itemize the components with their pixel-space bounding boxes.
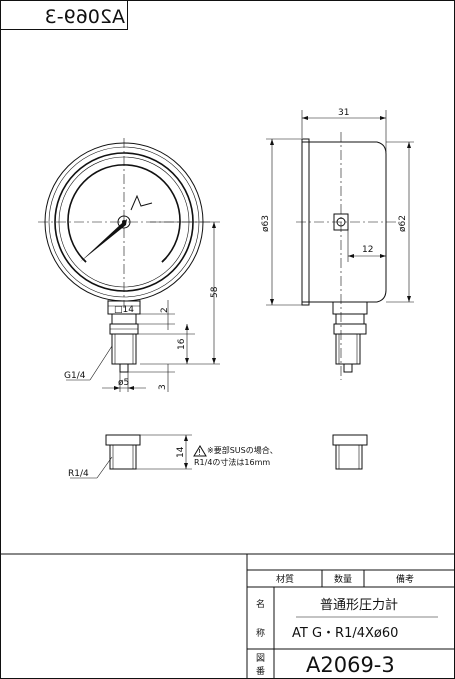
dim-phi62: ø62 — [398, 215, 408, 232]
warning-mark: ! — [198, 448, 201, 457]
needle — [80, 219, 127, 262]
dim-58: 58 — [210, 286, 220, 298]
note-line-1: ※要部SUSの場合、 — [207, 445, 278, 455]
needle-hub — [117, 215, 131, 229]
title-block: 材質 数量 備考 名 称 普通形圧力計 AT G・R1/4Xø60 図 番 A2… — [0, 553, 455, 679]
mirrored-number-box: A2069-3 — [0, 0, 128, 30]
label-name-1: 名 — [256, 598, 265, 610]
product-spec: AT G・R1/4Xø60 — [292, 626, 398, 641]
label-drawing-1: 図 — [256, 653, 265, 664]
scale-arc — [67, 164, 181, 263]
dim-phi63: ø63 — [261, 215, 271, 232]
mirrored-drawing-number: A2069-3 — [45, 6, 125, 28]
note-line-2: R1/4の寸法は16mm — [194, 457, 270, 467]
side-view: 31 12 ø63 ø62 — [261, 108, 414, 380]
header-material: 材質 — [276, 573, 294, 585]
dim-31: 31 — [338, 108, 349, 118]
thread-section — [111, 333, 137, 365]
r-thread-label: R1/4 — [68, 469, 89, 479]
warning-triangle-icon — [193, 445, 207, 457]
dim-phi5: ø5 — [118, 378, 129, 388]
header-remarks: 備考 — [396, 573, 414, 585]
dim-12: 12 — [362, 245, 373, 255]
header-quantity: 数量 — [334, 573, 352, 585]
label-drawing-2: 番 — [256, 665, 265, 677]
dim-14: 14 — [176, 446, 186, 458]
logo-mark — [130, 194, 153, 211]
g-thread-label: G1/4 — [64, 371, 86, 381]
drawing-number: A2069-3 — [306, 653, 395, 677]
dim-3: 3 — [158, 384, 168, 390]
label-name-2: 称 — [256, 627, 265, 639]
detail-views: R1/4 14 ! ※要部SUSの場合、 R1/4の寸法は16mm — [68, 434, 368, 479]
front-view: □14 58 2 16 3 ø5 G1/4 — [38, 138, 220, 392]
dim-square-14: □14 — [114, 305, 134, 315]
product-name: 普通形圧力計 — [320, 597, 398, 613]
dim-2: 2 — [160, 307, 170, 313]
dim-16: 16 — [177, 338, 187, 350]
